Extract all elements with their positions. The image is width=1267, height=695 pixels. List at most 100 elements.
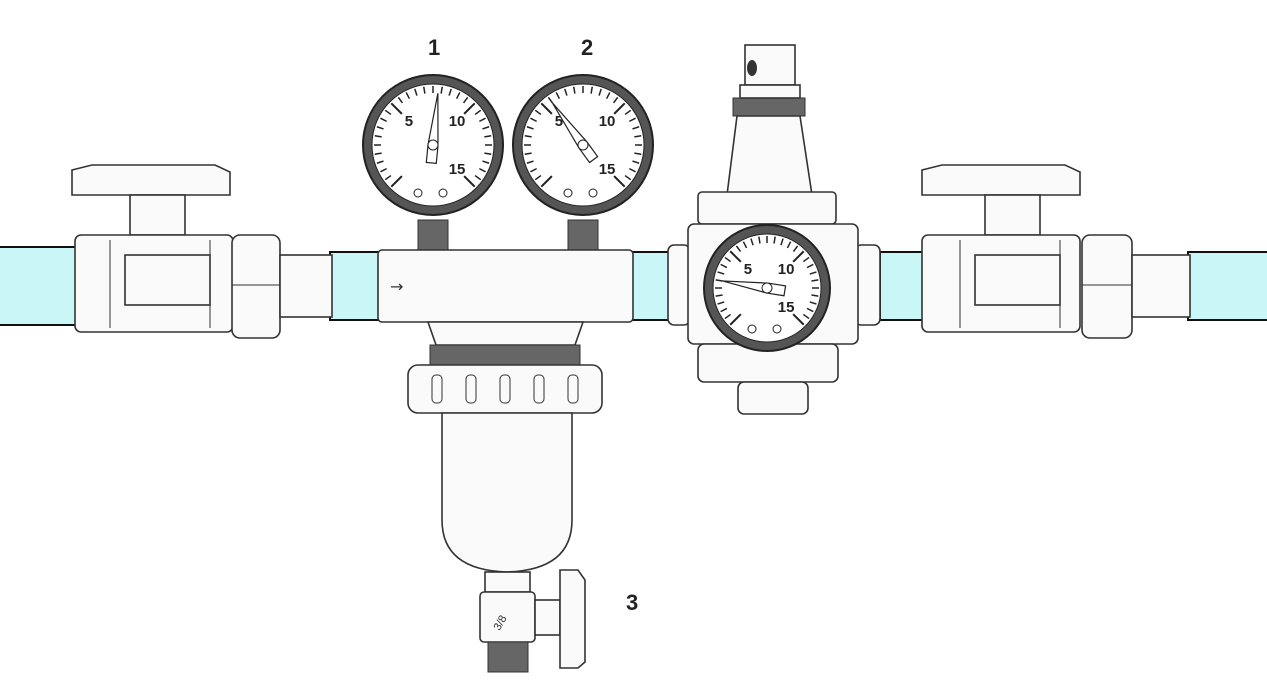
gauge-tick [605, 92, 611, 100]
lock-ring [732, 97, 806, 117]
gauge-tick [384, 109, 392, 116]
needle-pivot [427, 139, 439, 151]
gauge-tick [792, 245, 799, 253]
gauge-tick [802, 256, 810, 263]
gauge-tick [463, 175, 476, 188]
gauge-tick [374, 152, 382, 155]
gauge-tick [632, 160, 640, 164]
gauge-tick [478, 117, 486, 123]
gauge-tick [786, 241, 792, 249]
gauge-tick [717, 301, 725, 305]
gauge-scale-label: 10 [599, 113, 616, 130]
filter-bowl-ring [407, 364, 603, 414]
gauge-tick [376, 160, 384, 164]
gauge-tick [397, 96, 404, 104]
gauge-tick [484, 152, 492, 155]
gauge-scale-label: 5 [405, 113, 413, 130]
drain-valve-handle[interactable] [559, 569, 586, 669]
gauge-tick [715, 279, 723, 282]
gauge-tick [448, 88, 452, 96]
gauge-tick [374, 135, 382, 138]
screw-icon [413, 188, 423, 198]
gauge-tick [632, 126, 640, 130]
gauge-tick [724, 313, 732, 320]
gauge-tick [573, 86, 576, 94]
screw-icon [747, 324, 757, 334]
gauge-tick [806, 307, 814, 313]
screw-icon [563, 188, 573, 198]
left-ball-valve [71, 164, 333, 339]
flow-arrow-icon: → [390, 277, 403, 296]
gauge-tick [423, 86, 426, 94]
pipe-segments [0, 246, 1267, 326]
gauge-tick [390, 175, 403, 188]
gauge-tick [758, 236, 761, 244]
gauge-tick [540, 175, 553, 188]
gauge-tick [482, 126, 490, 130]
gauge-tick [524, 135, 532, 138]
filter-housing: → [377, 219, 634, 573]
valve-handle [921, 164, 1081, 196]
gauge-tick [482, 160, 490, 164]
gauge-tick [598, 88, 602, 96]
gauge-tick [526, 160, 534, 164]
gauge-tick [809, 271, 817, 275]
gauge-tick [624, 174, 632, 181]
gauge-tick [376, 126, 384, 130]
gauge-scale-label: 10 [449, 113, 466, 130]
gauge-tick [440, 86, 443, 94]
gauge-tick [811, 279, 819, 282]
gauge-fitting [567, 219, 599, 253]
gauge-tick [547, 96, 554, 104]
gauge-tick [628, 167, 636, 173]
pipe-segment [629, 251, 671, 321]
gauge-tick [613, 102, 626, 115]
gauge-tick [405, 92, 411, 100]
gauge-tick [455, 92, 461, 100]
gauge-tick [384, 174, 392, 181]
gauge-tick [742, 241, 748, 249]
gauge-tick [540, 102, 553, 115]
gauge-tick [613, 175, 626, 188]
gauge-tick [530, 167, 538, 173]
gauge-tick [735, 245, 742, 253]
valve-handle [71, 164, 231, 196]
gauge-tick [564, 88, 568, 96]
gauge-tick [780, 238, 784, 246]
gauge-tick [380, 117, 388, 123]
gauge-tick [715, 294, 723, 297]
gauge-scale-label: 5 [744, 261, 752, 278]
gauge-tick [624, 109, 632, 116]
gauge-tick [720, 307, 728, 313]
gauge-tick [773, 236, 776, 244]
callout-label-2: 2 [581, 35, 593, 60]
gauge-tick [634, 152, 642, 155]
filter-head [377, 249, 634, 323]
screw-icon [588, 188, 598, 198]
gauge-tick [792, 313, 805, 326]
gauge-tick [729, 313, 742, 326]
gauge-scale-label: 15 [778, 299, 795, 316]
needle-pivot [577, 139, 589, 151]
gauge-tick [792, 250, 805, 263]
screw-icon [772, 324, 782, 334]
gauge-tick [634, 135, 642, 138]
gauge-tick [526, 126, 534, 130]
pipe-segment [329, 251, 381, 321]
inlet-pipe [0, 246, 77, 326]
gauge-tick [750, 238, 754, 246]
gauge-tick [474, 174, 482, 181]
gauge-tick [524, 152, 532, 155]
gauge-tick [724, 256, 732, 263]
gauge-tick [530, 117, 538, 123]
drain-valve[interactable]: 3/8 [479, 569, 586, 673]
gauge-tick [809, 301, 817, 305]
callout-label-3: 3 [626, 590, 638, 615]
gauge-tick [802, 313, 810, 320]
gauge-tick [478, 167, 486, 173]
gauge-tick [484, 135, 492, 138]
